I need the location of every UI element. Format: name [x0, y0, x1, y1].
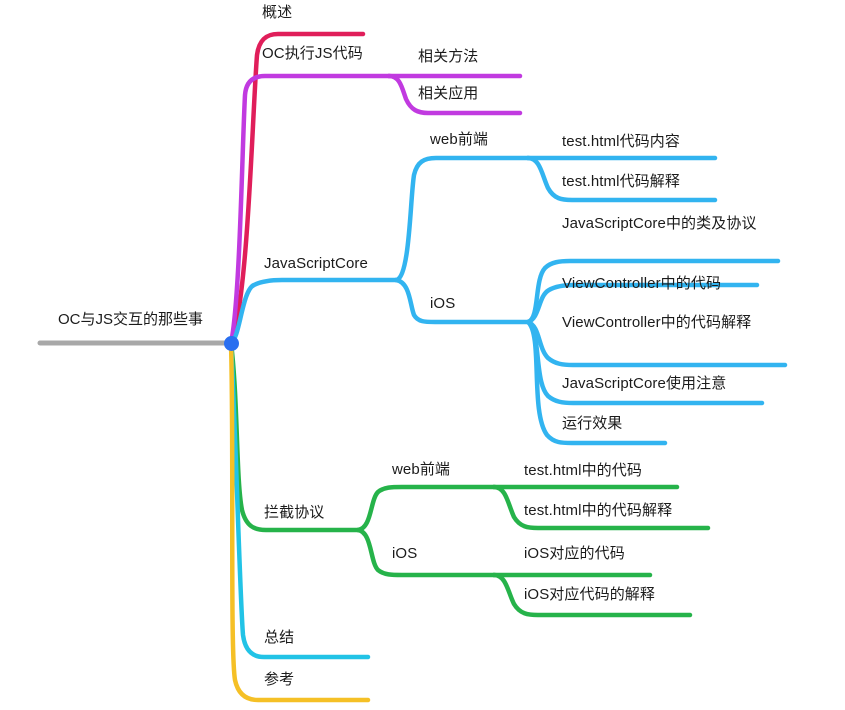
edge-edge-lanjie-ios-explain — [491, 572, 693, 618]
edge-edge-jsc-web-explain — [525, 155, 718, 203]
node-label-lanjie[interactable]: 拦截协议 — [264, 504, 325, 521]
node-label-lanjie-ios-code[interactable]: iOS对应的代码 — [524, 545, 625, 562]
root-node-label[interactable]: OC与JS交互的那些事 — [58, 311, 204, 328]
node-label-cankao[interactable]: 参考 — [264, 671, 295, 688]
node-label-jsc-ios-notice[interactable]: JavaScriptCore使用注意 — [562, 375, 727, 392]
node-label-lanjie-web-code[interactable]: test.html中的代码 — [524, 462, 642, 479]
node-label-lanjie-web[interactable]: web前端 — [392, 461, 451, 478]
node-label-jsc-ios-class[interactable]: JavaScriptCore中的类及协议 — [562, 215, 757, 232]
node-label-jsc-ios-vc-explain[interactable]: ViewController中的代码解释 — [562, 314, 752, 331]
edge-edge-jsc — [228, 277, 399, 346]
edge-edge-lanjie-ios — [355, 527, 497, 578]
root-node-dot[interactable] — [224, 336, 239, 351]
node-label-jsc-web-code[interactable]: test.html代码内容 — [562, 133, 680, 150]
node-label-lanjie-ios[interactable]: iOS — [392, 545, 418, 562]
edge-edge-lanjie-web — [355, 484, 497, 533]
node-label-jsc-ios-result[interactable]: 运行效果 — [562, 415, 623, 432]
node-label-xiangguan-yingyong[interactable]: 相关应用 — [418, 85, 479, 102]
node-label-xiangguan-fangfa[interactable]: 相关方法 — [418, 48, 479, 65]
edge-edge-xg-yingyong — [386, 73, 523, 116]
node-label-jsc-ios-vc-code[interactable]: ViewController中的代码 — [562, 275, 722, 292]
node-label-jsc-web[interactable]: web前端 — [430, 131, 489, 148]
node-label-oc-exec-js[interactable]: OC执行JS代码 — [262, 45, 363, 62]
node-label-javascriptcore[interactable]: JavaScriptCore — [264, 255, 368, 272]
edge-edge-lanjie — [228, 340, 361, 533]
edge-edge-ios-vc-explain — [525, 319, 788, 368]
node-label-zongjie[interactable]: 总结 — [264, 629, 295, 646]
node-label-lanjie-ios-explain[interactable]: iOS对应代码的解释 — [524, 586, 656, 603]
edge-edge-jsc-ios — [393, 277, 531, 325]
edge-edge-cankao — [228, 340, 371, 703]
edge-edge-ios-class — [525, 258, 781, 325]
node-label-gaishu[interactable]: 概述 — [262, 4, 293, 21]
edge-edge-ios-vc-code — [525, 282, 760, 325]
node-label-lanjie-web-explain[interactable]: test.html中的代码解释 — [524, 502, 673, 519]
edge-edge-lanjie-web-explain — [491, 484, 711, 531]
edge-edge-gaishu — [228, 31, 366, 346]
edge-edge-ios-result — [525, 319, 668, 446]
edge-edge-zongjie — [228, 340, 371, 660]
node-label-jsc-ios[interactable]: iOS — [430, 295, 456, 312]
node-label-jsc-web-explain[interactable]: test.html代码解释 — [562, 173, 680, 190]
edge-edge-jsc-web — [393, 155, 531, 283]
edge-edge-oc-exec — [228, 73, 392, 346]
